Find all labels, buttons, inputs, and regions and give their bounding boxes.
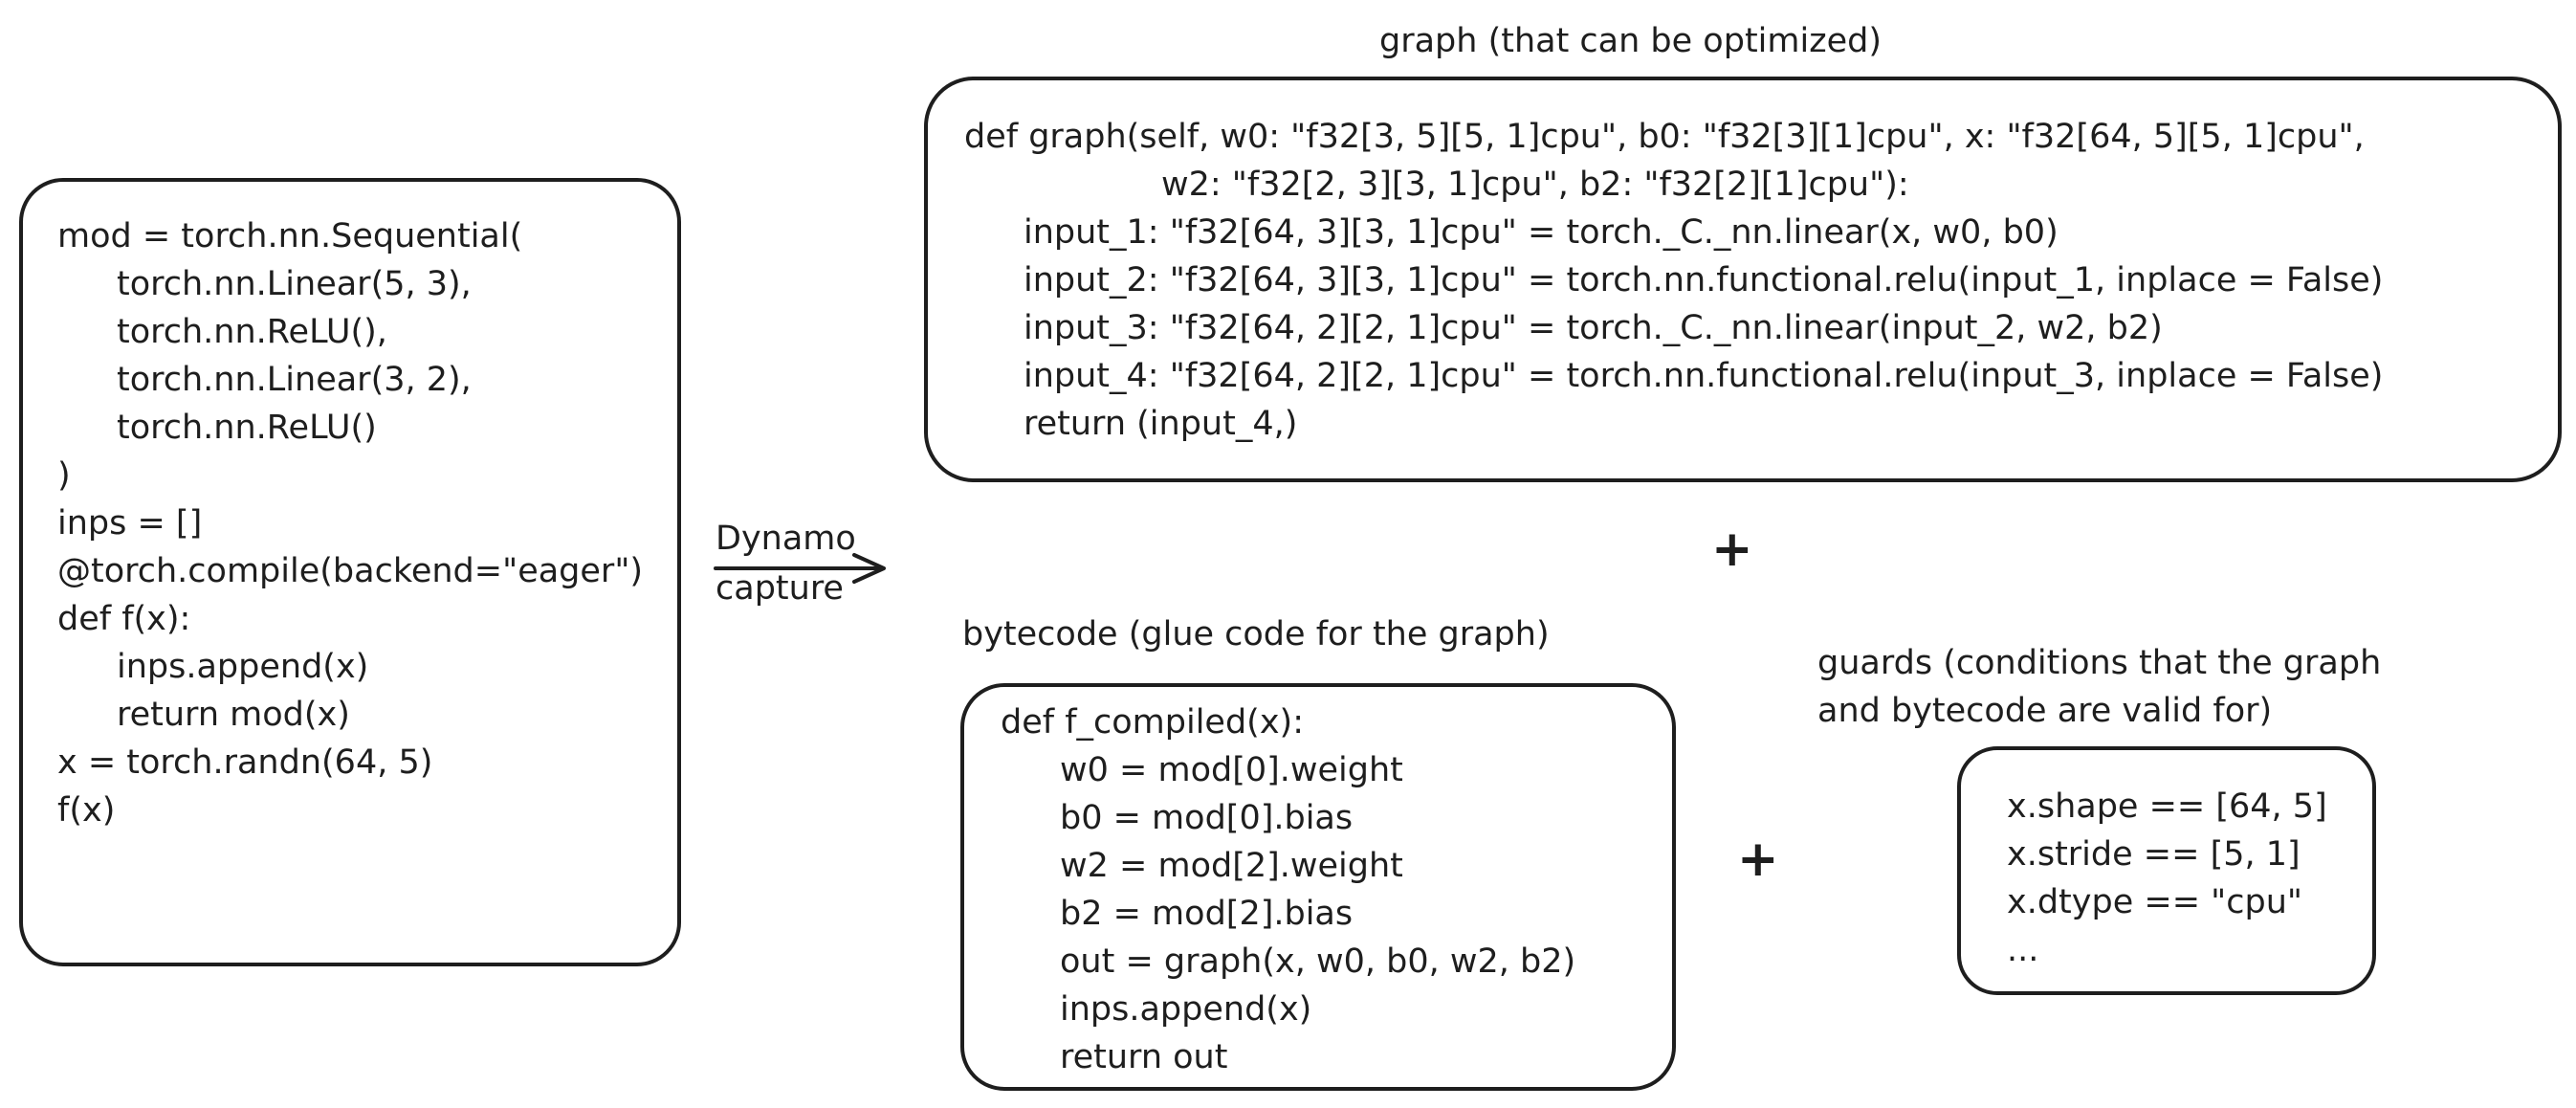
graph-box bbox=[924, 77, 2562, 482]
guards-title-line2: and bytecode are valid for) bbox=[1817, 692, 2273, 730]
code-line: out = graph(x, w0, b0, w2, b2) bbox=[1060, 942, 1576, 981]
code-line: x.stride == [5, 1] bbox=[2007, 835, 2301, 874]
graph-title: graph (that can be optimized) bbox=[1379, 22, 1882, 60]
code-line: f(x) bbox=[57, 791, 116, 830]
source-code: mod = torch.nn.Sequential( torch.nn.Line… bbox=[57, 212, 643, 834]
bytecode-code: def f_compiled(x): w0 = mod[0].weight b0… bbox=[1001, 698, 1575, 1081]
code-line: def f(x): bbox=[57, 600, 191, 638]
guards-title-line1: guards (conditions that the graph bbox=[1817, 644, 2382, 682]
code-line: ... bbox=[2007, 931, 2039, 969]
plus-sign-bottom: + bbox=[1737, 831, 1779, 888]
code-line: return mod(x) bbox=[117, 696, 350, 734]
code-line: torch.nn.ReLU(), bbox=[117, 313, 387, 351]
guards-code: x.shape == [64, 5] x.stride == [5, 1] x.… bbox=[2007, 783, 2327, 974]
code-line: x = torch.randn(64, 5) bbox=[57, 743, 433, 782]
code-line: input_3: "f32[64, 2][2, 1]cpu" = torch._… bbox=[1024, 309, 2163, 347]
arrow-label-capture: capture bbox=[716, 569, 844, 608]
source-code-box bbox=[19, 178, 681, 966]
code-line: b2 = mod[2].bias bbox=[1060, 895, 1354, 933]
code-line: w2: "f32[2, 3][3, 1]cpu", b2: "f32[2][1]… bbox=[1161, 166, 1909, 204]
code-line: @torch.compile(backend="eager") bbox=[57, 552, 644, 590]
code-line: mod = torch.nn.Sequential( bbox=[57, 217, 523, 255]
code-line: torch.nn.ReLU() bbox=[117, 409, 377, 447]
code-line: inps.append(x) bbox=[117, 648, 369, 686]
code-line: input_1: "f32[64, 3][3, 1]cpu" = torch._… bbox=[1024, 213, 2059, 252]
bytecode-title: bytecode (glue code for the graph) bbox=[962, 615, 1550, 654]
arrow-label-dynamo: Dynamo bbox=[716, 520, 856, 558]
guards-box bbox=[1957, 746, 2376, 995]
bytecode-box bbox=[960, 683, 1676, 1091]
code-line: def f_compiled(x): bbox=[1001, 703, 1304, 742]
code-line: return out bbox=[1060, 1038, 1228, 1076]
code-line: w0 = mod[0].weight bbox=[1060, 751, 1403, 789]
code-line: torch.nn.Linear(3, 2), bbox=[117, 361, 472, 399]
code-line: torch.nn.Linear(5, 3), bbox=[117, 265, 472, 303]
code-line: w2 = mod[2].weight bbox=[1060, 847, 1403, 885]
code-line: inps.append(x) bbox=[1060, 990, 1312, 1029]
code-line: input_4: "f32[64, 2][2, 1]cpu" = torch.n… bbox=[1024, 357, 2384, 395]
code-line: input_2: "f32[64, 3][3, 1]cpu" = torch.n… bbox=[1024, 261, 2384, 299]
code-line: inps = [] bbox=[57, 504, 203, 543]
graph-code: def graph(self, w0: "f32[3, 5][5, 1]cpu"… bbox=[964, 113, 2383, 448]
code-line: b0 = mod[0].bias bbox=[1060, 799, 1354, 837]
plus-sign-top: + bbox=[1711, 521, 1753, 578]
code-line: def graph(self, w0: "f32[3, 5][5, 1]cpu"… bbox=[964, 118, 2365, 156]
code-line: ) bbox=[57, 456, 71, 495]
code-line: return (input_4,) bbox=[1024, 405, 1298, 443]
code-line: x.shape == [64, 5] bbox=[2007, 787, 2327, 826]
code-line: x.dtype == "cpu" bbox=[2007, 883, 2302, 921]
